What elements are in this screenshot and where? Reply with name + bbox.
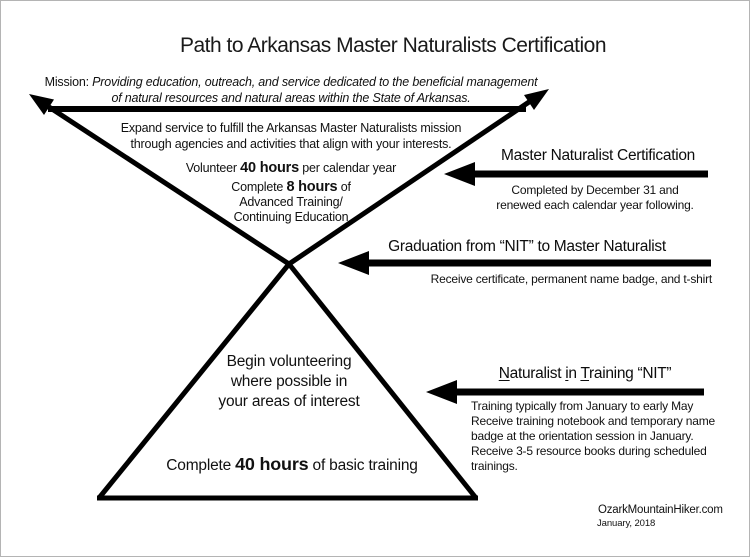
mission-text-1: Providing education, outreach, and servi… — [92, 75, 538, 89]
expand-line-2: through agencies and activities that ali… — [130, 137, 452, 151]
basic-training-text: Complete 40 hours of basic training — [92, 454, 492, 475]
advanced-training-line-1: Complete 8 hours of — [141, 180, 441, 195]
graduation-arrow-icon — [338, 251, 711, 275]
base-triangle-right-side — [287, 262, 478, 500]
graduation-heading: Graduation from “NIT” to Master Naturali… — [388, 238, 666, 255]
mission-text-2: of natural resources and natural areas w… — [111, 91, 471, 105]
complete8-pre: Complete — [231, 180, 287, 194]
complete40-hours-value: 40 hours — [235, 454, 309, 474]
begin-volunteering-text: Begin volunteering where possible in you… — [169, 352, 409, 412]
volunteer-hours-text: Volunteer 40 hours per calendar year — [91, 160, 491, 176]
up-left-arrowhead-icon — [29, 94, 54, 115]
complete8-post: of — [337, 180, 351, 194]
funnel-left-side — [47, 104, 291, 267]
nit-heading-raining: raining “NIT” — [589, 365, 672, 382]
up-right-arrowhead-icon — [524, 89, 549, 110]
nit-detail: Training typically from January to early… — [471, 399, 723, 474]
advanced-training-text: Complete 8 hours of Advanced Training/ C… — [141, 180, 441, 225]
advanced-training-line-2: Advanced Training/ — [239, 195, 343, 209]
certification-detail-line-1: Completed by December 31 and — [511, 183, 679, 197]
certification-detail-line-2: renewed each calendar year following. — [496, 197, 694, 212]
nit-heading-n2: n — [568, 365, 581, 382]
mission-label: Mission: — [44, 75, 93, 89]
certification-arrow-icon — [444, 162, 708, 186]
complete8-hours-value: 8 hours — [286, 179, 338, 195]
complete40-pre: Complete — [166, 457, 236, 474]
volunteer-hours-value: 40 hours — [240, 160, 299, 176]
nit-heading: Naturalist in Training “NIT” — [464, 365, 706, 383]
begin-line-3: your areas of interest — [218, 393, 360, 410]
expand-line-1: Expand service to fulfill the Arkansas M… — [120, 121, 462, 135]
funnel-right-side — [287, 99, 531, 267]
nit-heading-aturalist: aturalist — [509, 365, 566, 382]
nit-detail-line: Receive training notebook and temporary … — [471, 414, 716, 428]
page-title: Path to Arkansas Master Naturalists Cert… — [179, 34, 607, 57]
volunteer-pre: Volunteer — [185, 161, 241, 175]
complete40-post: of basic training — [308, 457, 418, 474]
mission-line-1: Mission: Providing education, outreach, … — [1, 74, 581, 90]
nit-heading-i: i — [565, 365, 569, 382]
nit-detail-line: Training typically from January to early… — [471, 399, 694, 413]
certification-heading: Master Naturalist Certification — [501, 147, 695, 164]
nit-heading-t: T — [580, 365, 590, 382]
credit-site: OzarkMountainHiker.com — [598, 504, 723, 516]
nit-arrow-icon — [426, 380, 704, 404]
base-triangle-left-side — [97, 262, 291, 500]
graduation-detail: Receive certificate, permanent name badg… — [430, 272, 713, 286]
nit-heading-n: N — [498, 365, 510, 382]
volunteer-post: per calendar year — [298, 161, 397, 175]
nit-detail-line: trainings. — [471, 459, 518, 473]
nit-detail-line: badge at the orientation session in Janu… — [471, 429, 694, 443]
expand-service-text: Expand service to fulfill the Arkansas M… — [91, 120, 491, 152]
nit-detail-line: Receive 3-5 resource books during schedu… — [471, 444, 707, 458]
begin-line-2: where possible in — [230, 373, 348, 390]
advanced-training-line-3: Continuing Education — [233, 210, 349, 224]
certification-detail: Completed by December 31 and renewed eac… — [479, 183, 711, 212]
mission-statement: Mission: Providing education, outreach, … — [1, 74, 581, 106]
begin-line-1: Begin volunteering — [226, 353, 352, 370]
credit-date: January, 2018 — [597, 518, 656, 529]
